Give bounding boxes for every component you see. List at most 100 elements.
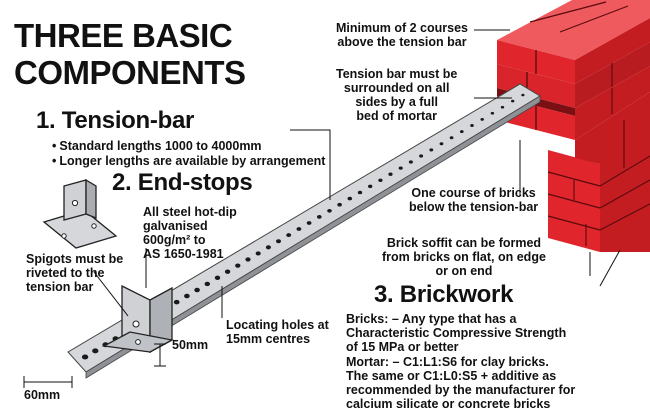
holes-line-2: 15mm centres — [226, 332, 311, 346]
end-stop — [101, 284, 174, 354]
heading-end-stops: 2. End-stops — [112, 169, 253, 196]
holes-line-1: Locating holes at — [226, 318, 329, 332]
steel-line-1: All steel hot-dip — [143, 205, 237, 219]
locating-hole — [429, 148, 434, 152]
spigots-line-3: tension bar — [26, 280, 94, 294]
leader-brickwork — [599, 249, 621, 287]
title-line-1: THREE BASIC — [14, 17, 233, 54]
bricks-line-2: Characteristic Compressive Strength — [346, 326, 567, 340]
locating-hole — [480, 117, 484, 121]
locating-hole — [224, 269, 231, 274]
mortar-line-4: bed of mortar — [356, 109, 437, 123]
tension-bar — [67, 83, 541, 379]
locating-hole — [214, 275, 221, 280]
detail-upright-side — [85, 178, 97, 219]
locating-hole — [276, 239, 281, 244]
locating-hole — [265, 245, 271, 250]
spigots-line-1: Spigots must be — [26, 252, 124, 266]
spigot-rivet — [132, 320, 140, 328]
second-course-face — [497, 64, 575, 108]
locating-hole — [184, 293, 190, 299]
soffit-line-2: from bricks on flat, on edge — [382, 250, 546, 264]
mortar-mix-line-2: The same or C1:L0:S5 + additive as — [346, 369, 557, 383]
locating-hole — [316, 215, 322, 219]
locating-hole — [357, 190, 363, 195]
bricks-line-1: Bricks: – Any type that has a — [346, 312, 517, 326]
steel-line-4: AS 1650-1981 — [143, 247, 224, 261]
locating-hole — [194, 287, 200, 293]
note-brick-soffit: Brick soffit can be formed from bricks o… — [382, 236, 546, 278]
locating-hole — [173, 299, 180, 305]
locating-hole — [337, 202, 342, 207]
top-course-side — [575, 18, 650, 84]
mortar-line-1: Tension bar must be — [336, 67, 458, 81]
tension-bar-bullets: Standard lengths 1000 to 4000mm Longer l… — [52, 139, 325, 169]
tension-bar-edge — [85, 95, 541, 379]
note-mortar-mix: Mortar: – C1:L1:S6 for clay bricks. The … — [346, 355, 575, 411]
mortar-mix-line-4: calcium silicate or concrete bricks — [346, 397, 551, 411]
locating-hole — [459, 130, 464, 134]
mortar-line-2: surrounded on all — [343, 81, 450, 95]
end-stop-detail — [42, 178, 118, 249]
note-one-course: One course of bricks below the tension-b… — [409, 186, 538, 214]
dimension-marks — [23, 343, 166, 388]
locating-hole — [81, 354, 89, 360]
locating-hole — [235, 263, 241, 268]
note-bricks: Bricks: – Any type that has a Characteri… — [346, 312, 566, 354]
locating-hole — [92, 348, 99, 354]
locating-hole — [368, 184, 373, 189]
locating-hole — [306, 221, 312, 225]
bricks-line-3: of 15 MPa or better — [346, 340, 459, 354]
detail-rivet-hole — [71, 199, 79, 207]
locating-hole — [398, 166, 403, 170]
dim-50mm-label: 50mm — [172, 338, 209, 352]
main-title: THREE BASIC COMPONENTS — [14, 17, 246, 92]
locating-hole — [511, 99, 515, 103]
soffit-line-1: Brick soffit can be formed — [386, 236, 542, 250]
steel-line-3: 600g/m² to — [143, 233, 206, 247]
bullet-standard-lengths: Standard lengths 1000 to 4000mm — [52, 139, 325, 154]
note-spigots: Spigots must be riveted to the tension b… — [26, 252, 123, 294]
note-min-courses: Minimum of 2 courses above the tension b… — [336, 21, 468, 49]
locating-hole — [245, 257, 251, 262]
locating-hole — [388, 172, 393, 176]
locating-hole — [408, 160, 413, 164]
note-steel-galvanised: All steel hot-dip galvanised 600g/m² to … — [143, 205, 237, 261]
one-course-line-2: below the tension-bar — [409, 200, 539, 214]
locating-hole — [500, 105, 505, 109]
locating-hole — [296, 227, 302, 231]
locating-hole — [286, 233, 292, 238]
leader-spigots — [93, 271, 129, 317]
mortar-mix-line-1: Mortar: – C1:L1:S6 for clay bricks. — [346, 355, 549, 369]
locating-hole — [449, 136, 454, 140]
leader-lines — [93, 29, 621, 318]
heading-brickwork: 3. Brickwork — [374, 281, 514, 308]
mortar-line-3: sides by a full — [355, 95, 438, 109]
locating-hole — [470, 124, 474, 127]
spigots-line-2: riveted to the — [26, 266, 105, 280]
leader-tension-bar — [290, 129, 331, 200]
note-mortar-bed: Tension bar must be surrounded on all si… — [336, 67, 457, 123]
locating-hole — [439, 142, 444, 146]
locating-hole — [521, 93, 525, 97]
dim-60mm-label: 60mm — [24, 388, 61, 402]
locating-hole — [347, 196, 353, 201]
min-courses-line-2: above the tension bar — [337, 35, 467, 49]
locating-hole — [204, 281, 211, 287]
pier-side — [575, 92, 650, 252]
bullet-longer-lengths: Longer lengths are available by arrangem… — [52, 154, 325, 169]
top-course-top — [497, 0, 650, 60]
heading-tension-bar: 1. Tension-bar — [36, 107, 195, 134]
one-course-line-1: One course of bricks — [411, 186, 536, 200]
min-courses-line-1: Minimum of 2 courses — [336, 21, 468, 35]
locating-hole — [255, 251, 261, 256]
brick-wall — [497, 0, 650, 252]
soffit-line-3: or on end — [435, 264, 493, 278]
locating-hole — [327, 208, 332, 213]
mortar-mix-line-3: recommended by the manufacturer for — [346, 383, 576, 397]
locating-hole — [490, 111, 495, 115]
title-line-2: COMPONENTS — [14, 53, 246, 91]
locating-hole — [378, 178, 383, 182]
